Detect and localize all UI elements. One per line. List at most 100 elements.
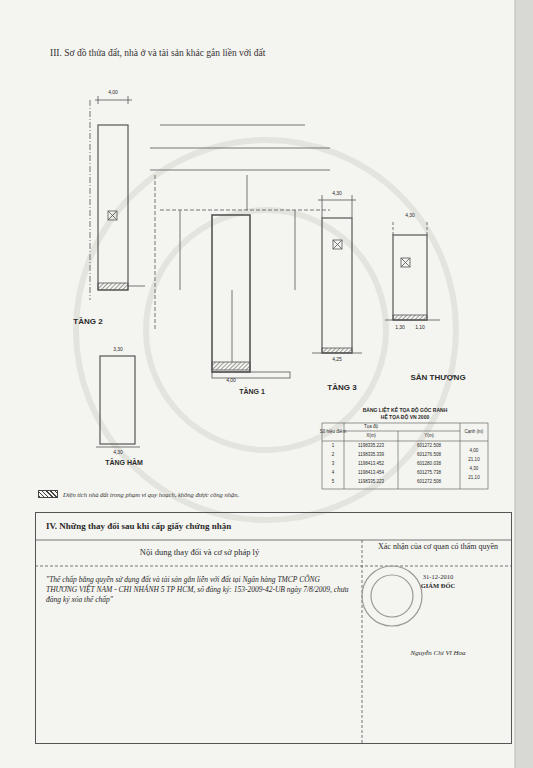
floor-2-plan — [98, 283, 128, 290]
change-section: IV. Những thay đổi sau khi cấp giấy chứn… — [35, 512, 512, 744]
floor-2-plan — [108, 211, 117, 220]
node-text: "Thế chấp bằng quyền sử dụng đất và tài … — [46, 575, 351, 605]
table-cell: 1 — [332, 444, 335, 449]
table-cell: 601275.738 — [417, 471, 441, 476]
table-cell: 5 — [332, 480, 335, 485]
basement-plan — [100, 356, 135, 444]
floor-2-plan — [98, 125, 128, 290]
floor-1-plan — [150, 148, 330, 149]
rooftop-plan — [385, 222, 440, 320]
table-cell: 4 — [332, 471, 335, 476]
table-cell: 3 — [332, 462, 335, 467]
table-title: BẢNG LIỆT KÊ TỌA ĐỘ GÓC RANH — [363, 408, 448, 413]
table-cell: 601276.508 — [417, 453, 441, 458]
rooftop-plan — [385, 320, 440, 321]
coordinate-table-grid — [322, 441, 488, 442]
table-cell: 2 — [332, 453, 335, 458]
basement-plan — [96, 447, 140, 448]
floor-2-plan — [95, 100, 132, 101]
table-cell: Cạnh (m) — [465, 430, 484, 435]
dimension: 4,30 — [405, 213, 415, 218]
table-title: HỆ TỌA ĐỘ VN 2000 — [381, 415, 429, 420]
confirmation-date: 31-12-2010 — [367, 573, 509, 582]
floor-name: TẦNG 3 — [327, 384, 356, 392]
section-iv-rules — [35, 566, 512, 567]
floor-1-plan — [150, 170, 330, 171]
node-text: IV. Những thay đổi sau khi cấp giấy chứn… — [46, 520, 501, 532]
legend-item: Diện tích nhà đất trong phạm vi quy hoạc… — [38, 490, 239, 498]
coordinate-table-grid — [344, 431, 460, 432]
legend-text: Diện tích nhà đất trong phạm vi quy hoạc… — [63, 491, 239, 498]
paper-edge — [515, 0, 533, 768]
floor-1-plan — [180, 210, 181, 290]
watermark — [146, 210, 386, 450]
floor-2-plan — [128, 286, 145, 287]
floor-3-plan — [333, 240, 342, 249]
floor-1-plan — [160, 210, 330, 211]
column-header: Nội dung thay đổi và cơ sở pháp lý — [36, 541, 363, 567]
coordinate-table-grid — [460, 423, 461, 489]
floor-3-plan — [322, 348, 352, 353]
change-entry: "Thế chấp bằng quyền sử dụng đất và tài … — [46, 575, 351, 665]
authority-confirmation: 31-12-2010GIÁM ĐỐC Nguyễn Chí Vĩ Hoa — [363, 567, 513, 743]
table-cell: 4,00 — [470, 448, 479, 453]
rooftop-plan — [401, 258, 410, 267]
table-cell: 21,10 — [468, 475, 479, 480]
table-cell: 21,10 — [468, 457, 479, 462]
table-cell: 1198335.223 — [358, 480, 384, 485]
floor-3-plan — [318, 200, 356, 201]
floor-3-plan — [333, 240, 342, 249]
table-cell: Y(m) — [424, 434, 434, 439]
table-cell: X(m) — [366, 434, 376, 439]
paper-edge — [515, 0, 516, 768]
table-cell: Tọa độ — [364, 425, 378, 430]
table-cell: 1198335.339 — [358, 453, 384, 458]
coordinate-table-grid — [322, 423, 488, 489]
floor-2-plan — [128, 96, 129, 104]
column-header: Xác nhận của cơ quan có thẩm quyền — [363, 541, 513, 567]
dimension: 4,25 — [332, 357, 342, 362]
section-iv-rules — [35, 540, 512, 541]
floor-3-plan — [322, 218, 352, 353]
table-cell: 1198413.454 — [358, 471, 384, 476]
rooftop-plan — [427, 222, 428, 235]
paper-edge — [515, 0, 533, 768]
floor-1-plan — [160, 125, 305, 126]
section-iv-rules — [35, 540, 512, 744]
floor-1-plan — [247, 175, 248, 210]
floor-2-plan — [90, 96, 145, 300]
dimension: 3,30 — [113, 347, 123, 352]
floor-name: TẦNG 2 — [73, 318, 102, 326]
floor-2-plan — [90, 100, 91, 300]
floor-2-plan — [98, 96, 99, 104]
table-cell: 601272.508 — [417, 480, 441, 485]
floor-1-plan — [150, 125, 330, 378]
floor-3-plan — [322, 195, 323, 218]
coordinate-table-grid — [398, 431, 399, 489]
official-stamp — [362, 566, 422, 626]
coordinate-table-grid — [322, 423, 488, 489]
watermark — [76, 140, 456, 520]
basement-plan — [96, 356, 140, 447]
dimension: 4,00 — [226, 378, 236, 383]
floor-1-plan — [155, 175, 156, 330]
floor-1-plan — [212, 372, 290, 378]
table-cell: 1198413.452 — [358, 462, 384, 467]
rooftop-plan — [393, 222, 394, 235]
rooftop-plan — [393, 315, 427, 320]
floor-1-plan — [212, 362, 250, 370]
node-text: Xác nhận của cơ quan có thẩm quyền — [367, 542, 509, 553]
dimension: 4,00 — [108, 90, 118, 95]
section-iv-rules — [362, 540, 363, 744]
official-stamp — [362, 566, 422, 626]
signatory-name: Nguyễn Chí Vĩ Hoa — [367, 649, 509, 658]
table-cell: 4,30 — [470, 466, 479, 471]
floor-1-plan — [212, 215, 250, 372]
floor-2-plan — [108, 211, 117, 220]
signatory-title: GIÁM ĐỐC — [367, 582, 509, 591]
floor-name: SÂN THƯỢNG — [410, 374, 465, 382]
floor-3-plan — [352, 195, 353, 218]
table-cell: Số hiệu điểm — [320, 430, 346, 435]
node-text: Nội dung thay đổi và cơ sở pháp lý — [40, 547, 359, 558]
floor-1-plan — [232, 290, 233, 362]
